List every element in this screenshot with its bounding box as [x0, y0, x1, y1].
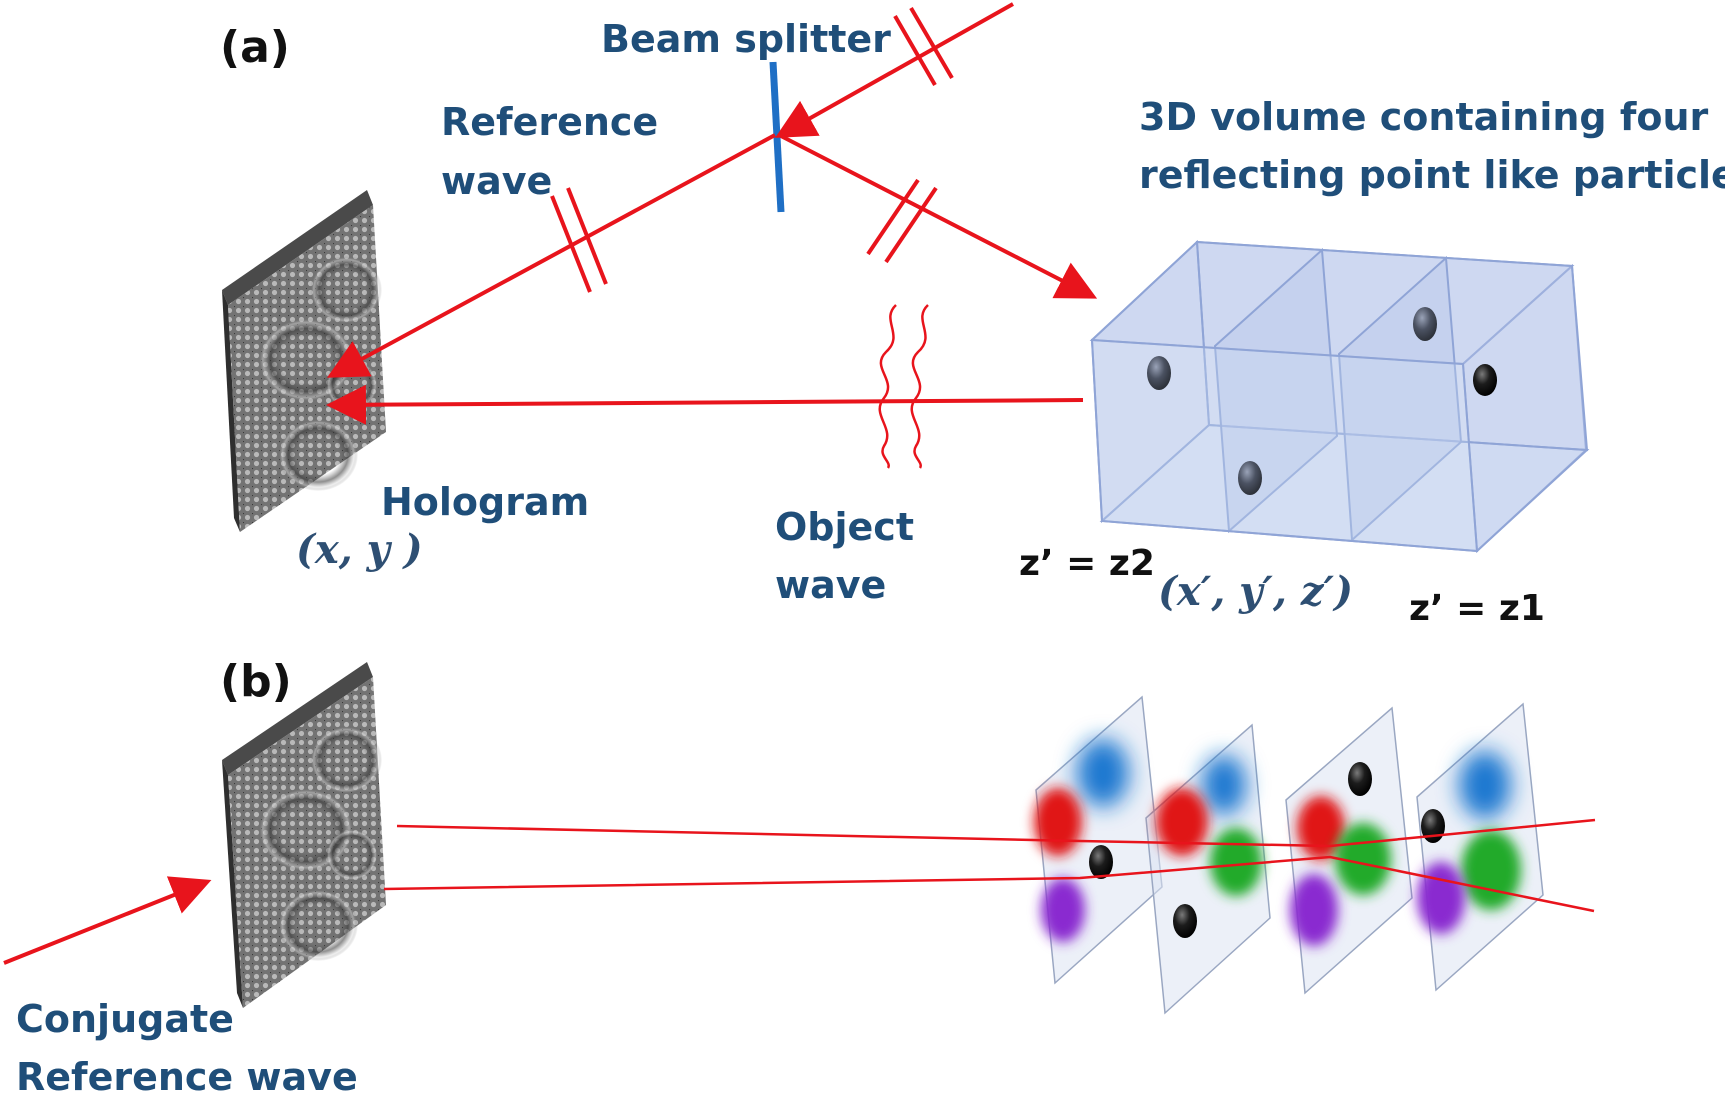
defocused-spot-red — [1297, 796, 1345, 860]
object-wave-wavefronts — [878, 304, 929, 469]
defocused-spot-purple — [1290, 874, 1338, 946]
panel-b: (b) Conjugate Reference wave — [3, 656, 1596, 1095]
incoming-beam — [775, 2, 1014, 138]
particle-1 — [1147, 356, 1171, 390]
volume-title-line2: reflecting point like particles — [1139, 153, 1725, 197]
hologram-coordinates: (x, y ) — [296, 526, 423, 573]
object-wave-label-line1: Object — [775, 505, 914, 549]
particle-volume — [1089, 239, 1590, 554]
reconstruction-ray-upper — [396, 818, 1596, 848]
defocused-spot-purple — [1041, 878, 1085, 942]
reconstruction-ray-lower — [383, 855, 1595, 913]
defocused-spot-blue — [1459, 751, 1511, 819]
conjugate-reference-arrow — [3, 876, 212, 965]
focus-spots-plane-4 — [1417, 751, 1521, 934]
reference-wave-beam — [326, 133, 776, 378]
defocused-spot-green — [1461, 830, 1521, 910]
defocused-spot-purple — [1417, 862, 1465, 934]
reconstruction-rays — [383, 818, 1596, 913]
particle-4 — [1238, 461, 1262, 495]
volume-particles — [1147, 307, 1497, 495]
reference-wave-label-line1: Reference — [441, 100, 658, 144]
illumination-beam — [780, 134, 1098, 299]
hologram-plate-b — [222, 662, 386, 1008]
panel-b-label: (b) — [220, 656, 292, 707]
conjugate-reference-label-line1: Conjugate — [16, 997, 234, 1041]
plane-z2-label: z’ = z2 — [1019, 543, 1155, 584]
defocused-spot-blue — [1202, 755, 1246, 815]
conjugate-reference-label-line2: Reference wave — [16, 1055, 358, 1095]
hologram-label: Hologram — [381, 480, 589, 524]
defocused-spot-green — [1210, 828, 1262, 896]
focused-particle — [1348, 762, 1372, 796]
plane-z1-label: z’ = z1 — [1409, 588, 1545, 629]
panel-a: (a) Beam splitter Reference wav — [220, 2, 1725, 629]
focus-spots-plane-1 — [1034, 739, 1129, 942]
object-wave-label-line2: wave — [775, 563, 886, 607]
beam-splitter-label: Beam splitter — [601, 17, 891, 61]
volume-title-line1: 3D volume containing four — [1139, 95, 1709, 139]
focused-particle — [1173, 904, 1197, 938]
defocused-spot-blue — [1077, 739, 1129, 807]
reference-wave-label-line2: wave — [441, 159, 552, 203]
focused-particle — [1089, 845, 1113, 879]
defocused-spot-red — [1034, 788, 1082, 856]
particle-2 — [1413, 307, 1437, 341]
panel-a-label: (a) — [220, 22, 290, 73]
object-wave-beam — [326, 384, 1084, 425]
defocused-spot-red — [1156, 788, 1208, 856]
volume-coordinates: (x′, y′, z′) — [1158, 568, 1353, 615]
particle-3 — [1473, 364, 1497, 396]
